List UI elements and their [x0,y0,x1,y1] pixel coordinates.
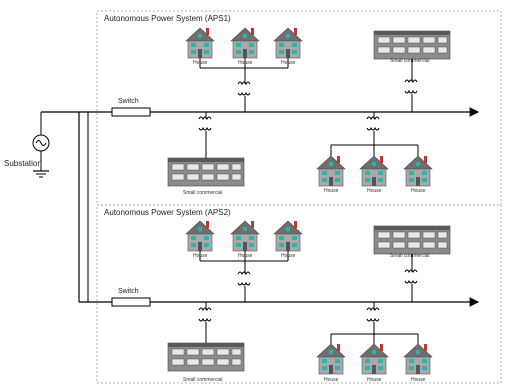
aps2-transformer-4 [366,307,380,322]
aps1-section: Autonomous Power System (APS1) Switch Ho… [79,10,502,206]
aps1-house-bottom-2: House [367,188,382,194]
aps2-house-bottom-3: House [411,377,426,383]
aps1-transformer-2 [404,79,418,94]
aps2-house-bottom-1: House [324,377,339,383]
aps2-transformer-3 [198,307,212,322]
aps2-boundary [96,204,502,384]
aps1-commercial-top: Small commercial [390,58,429,64]
aps1-transformer-4 [366,116,380,131]
aps1-switch-label: Switch [118,98,139,105]
substation-label: Substation [4,159,42,168]
aps1-transformer-3 [198,116,212,131]
aps1-house-bottom-3: House [411,188,426,194]
aps1-switch [111,107,151,117]
aps1-transformer-1 [237,81,251,96]
aps2-transformer-2 [404,269,418,284]
aps2-commercial-bottom: Small commercial [183,377,222,383]
aps2-commercial-top: Small commercial [390,253,429,259]
aps2-title: Autonomous Power System (APS2) [104,208,231,217]
aps1-house-bottom-1: House [324,188,339,194]
aps2-transformer-1 [237,271,251,286]
aps2-house-bottom-2: House [367,377,382,383]
aps1-title: Autonomous Power System (APS1) [104,14,231,23]
aps2-switch [111,297,151,307]
aps2-section: Autonomous Power System (APS2) Switch Ho… [79,204,502,384]
substation: Substation [4,112,50,178]
aps2-switch-label: Switch [118,288,139,295]
aps1-commercial-bottom: Small commercial [183,190,222,196]
